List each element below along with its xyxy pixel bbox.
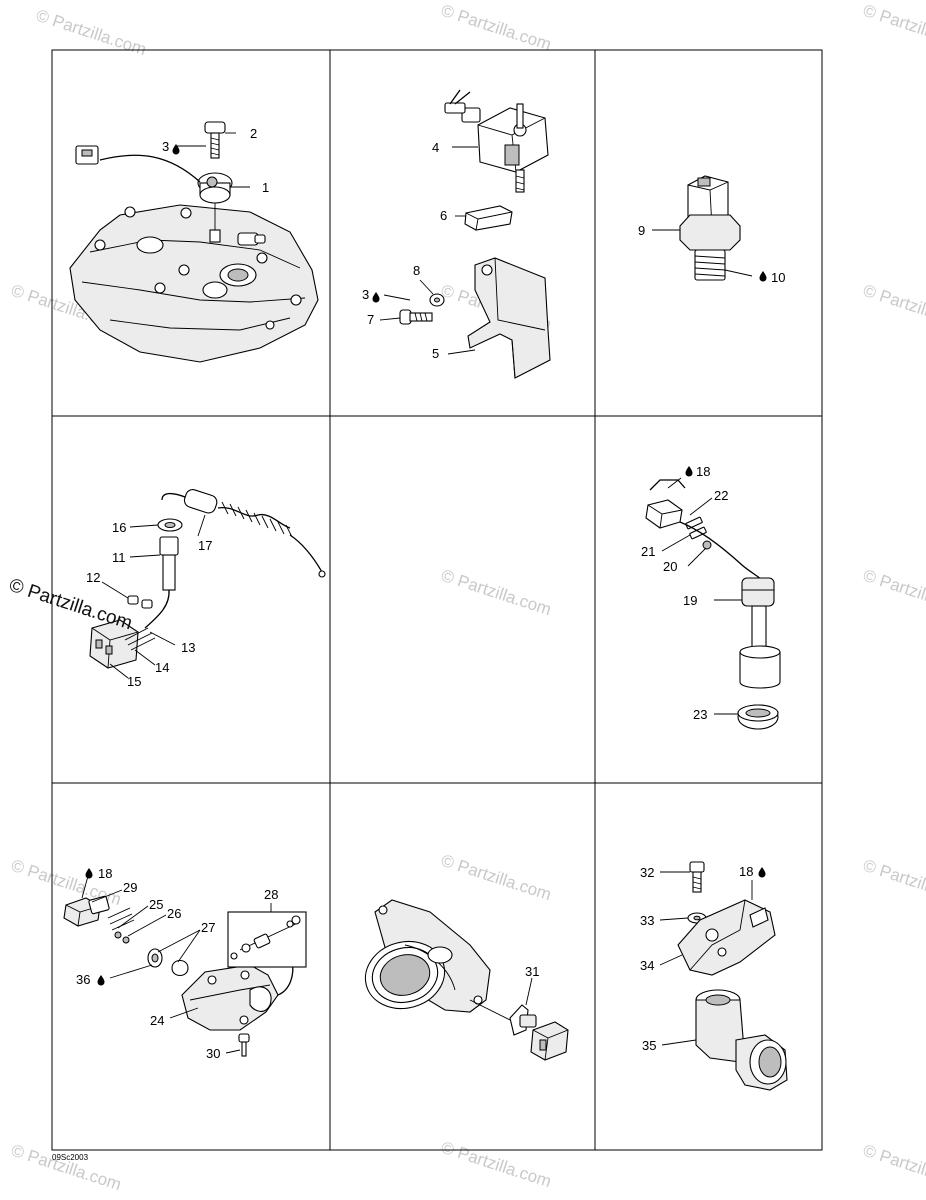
callout-label: 16 [112,520,126,535]
callout-label: 10 [771,270,785,285]
callout-label: 19 [683,593,697,608]
panel-housing-sensor: 32 33 34 35 18 [640,861,788,1091]
watermark: © Partzilla.com [439,1138,554,1191]
oil-drop-icon [372,292,380,303]
callout-label: 22 [714,488,728,503]
callout-label: 32 [640,865,654,880]
callout-label: 36 [76,972,90,987]
panel-solenoid: 4 6 5 7 8 3 [362,89,551,379]
callout-label: 20 [663,559,677,574]
callout-label: 18 [739,864,753,879]
watermark: © Partzilla.com [861,856,926,909]
callout-label: 6 [440,208,447,223]
callout-label: 31 [525,964,539,979]
oil-drop-icon [97,975,105,986]
watermark: © Partzilla.com [34,6,149,59]
callout-label: 30 [206,1046,220,1061]
figure-code: 09Sc2003 [52,1153,89,1162]
callout-label: 2 [250,126,257,141]
callout-label: 17 [198,538,212,553]
callout-label: 15 [127,674,141,689]
callout-label: 8 [413,263,420,278]
callout-label: 4 [432,140,439,155]
callout-label: 18 [98,866,112,881]
callout-label: 23 [693,707,707,722]
watermark-layer: © Partzilla.com © Partzilla.com © Partzi… [9,1,926,1194]
oil-drop-icon [85,868,93,879]
panel-coil-sensor: 16 11 17 12 13 14 15 [86,489,326,689]
callout-label: 3 [162,139,169,154]
callout-label: 12 [86,570,100,585]
callout-label: 33 [640,913,654,928]
panel-temp-sensor: 9 10 [638,175,785,285]
callout-label: 11 [112,550,126,565]
overlay-watermark: © Partzilla.com [6,575,134,635]
callout-label: 21 [641,544,655,559]
callout-label: 3 [362,287,369,302]
callout-label: 28 [264,887,278,902]
panel-throttle-body: 31 [364,899,569,1061]
callout-label: 13 [181,640,195,655]
watermark: © Partzilla.com [861,1,926,54]
oil-drop-icon [759,271,767,282]
callout-label: 5 [432,346,439,361]
watermark: © Partzilla.com [861,566,926,619]
watermark: © Partzilla.com [439,1,554,54]
callout-label: 25 [149,897,163,912]
callout-label: 35 [642,1038,656,1053]
watermark: © Partzilla.com [861,281,926,334]
callout-label: 7 [367,312,374,327]
callout-label: 27 [201,920,215,935]
panel-grid [51,49,823,1151]
panel-level-sensor: 18 22 21 20 19 23 [641,464,781,730]
callout-label: 26 [167,906,181,921]
callout-label: 18 [696,464,710,479]
panel-cylinder-head: 1 2 3 [69,121,319,363]
callout-label: 14 [155,660,169,675]
oil-drop-icon [685,466,693,477]
watermark: © Partzilla.com [9,1141,124,1194]
callout-label: 34 [640,958,654,973]
watermark: © Partzilla.com [439,851,554,904]
oil-drop-icon [758,867,766,878]
callout-label: 29 [123,880,137,895]
callout-label: 1 [262,180,269,195]
callout-label: 24 [150,1013,164,1028]
callout-label: 9 [638,223,645,238]
panel-tps: 18 29 25 26 27 28 36 24 30 [63,866,307,1061]
watermark: © Partzilla.com [439,566,554,619]
watermark: © Partzilla.com [861,1141,926,1194]
